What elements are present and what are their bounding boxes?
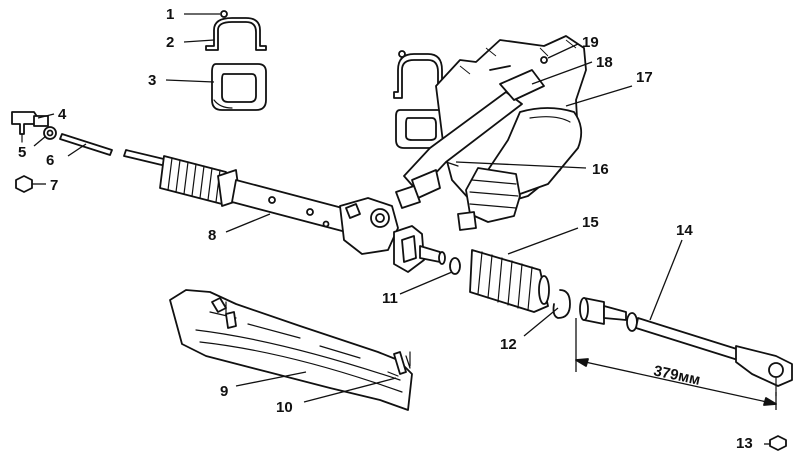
callout-19: 19 [582,34,599,51]
leader-lines [32,13,770,445]
callout-18: 18 [596,54,613,71]
dimension-label: 379мм [652,362,702,388]
callout-2: 2 [166,34,174,51]
callout-17: 17 [636,69,653,86]
callout-11: 11 [382,290,398,307]
part-boot-right [469,249,550,313]
callout-8: 8 [208,227,216,244]
callout-numbers: 1 2 3 4 5 6 7 8 9 10 11 12 13 14 15 16 1… [18,6,753,452]
callout-6: 6 [46,152,54,169]
callout-3: 3 [148,72,156,89]
callout-16: 16 [592,161,609,178]
part-upper-clamp-assembly [393,50,445,149]
part-mounting-clamp [205,17,267,51]
parts-drawing [11,10,793,451]
part-hex-nut [15,175,33,193]
callout-7: 7 [50,177,58,194]
part-lock-nut [43,126,57,140]
callout-4: 4 [58,106,67,123]
callout-5: 5 [18,144,26,161]
callout-10: 10 [276,399,293,416]
part-subframe [169,289,413,411]
callout-12: 12 [500,336,517,353]
part-rubber-bushing [211,63,267,111]
callout-14: 14 [676,222,693,239]
part-tie-rod-end-left [11,111,49,143]
callout-1: 1 [166,6,174,23]
callout-13: 13 [736,435,753,452]
callout-9: 9 [220,383,228,400]
part-steering-rack-housing [123,149,446,273]
part-screw-small [220,10,228,18]
part-ring [449,257,461,275]
part-clip [552,289,571,319]
callout-15: 15 [582,214,599,231]
part-nut-bottom [769,435,787,451]
